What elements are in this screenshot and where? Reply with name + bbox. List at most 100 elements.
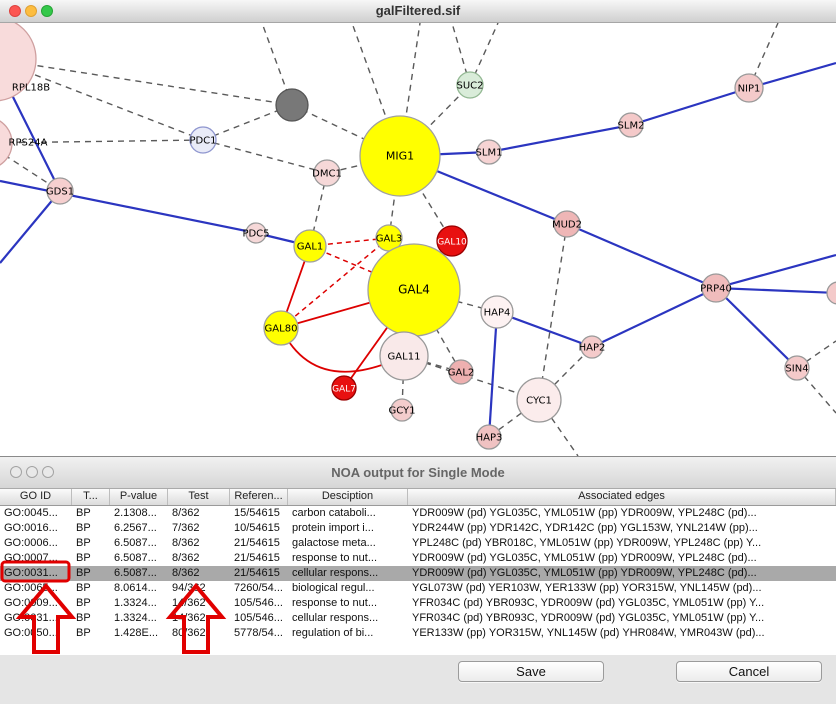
table-cell: 8/362 (172, 507, 200, 519)
network-edge[interactable] (0, 139, 204, 144)
network-window-titlebar[interactable]: galFiltered.sif (0, 0, 836, 23)
network-edge[interactable] (0, 179, 257, 235)
table-cell: YDR244W (pp) YDR142C, YDR142C (pp) YGL15… (412, 522, 758, 534)
node-label-GAL80: GAL80 (265, 324, 298, 335)
network-edge[interactable] (715, 253, 836, 290)
table-cell: 21/54615 (234, 552, 280, 564)
network-node-SLM2[interactable] (618, 112, 644, 138)
node-label-DMC1: DMC1 (312, 169, 342, 180)
table-cell: 1.3324... (114, 597, 157, 609)
node-label-GAL3: GAL3 (376, 234, 403, 245)
network-node-GAL7[interactable] (331, 375, 357, 401)
node-label-PRP40: PRP40 (700, 284, 732, 295)
save-button[interactable]: Save (458, 661, 604, 682)
network-node-grayN[interactable] (275, 88, 309, 122)
table-cell: 15/54615 (234, 507, 280, 519)
network-node-HAP2[interactable] (580, 335, 604, 359)
column-header-test[interactable]: Test (168, 489, 230, 505)
close-button[interactable] (9, 5, 21, 17)
network-node-PDC5[interactable] (245, 222, 267, 244)
network-node-GAL80[interactable] (263, 310, 299, 346)
table-cell: GO:0065... (4, 582, 58, 594)
node-label-NIP1: NIP1 (738, 84, 761, 95)
network-edge[interactable] (280, 237, 390, 329)
zoom-button-inactive[interactable] (42, 466, 54, 478)
node-label-GAL4: GAL4 (398, 283, 430, 297)
network-node-SIN4[interactable] (784, 355, 810, 381)
column-header-referen[interactable]: Referen... (230, 489, 288, 505)
network-node-MUD2[interactable] (553, 210, 581, 238)
network-node-DMC1[interactable] (313, 159, 341, 187)
minimize-button[interactable] (25, 5, 37, 17)
table-cell: BP (76, 552, 91, 564)
table-cell: YER133W (pp) YOR315W, YNL145W (pd) YHR08… (412, 627, 765, 639)
minimize-button-inactive[interactable] (26, 466, 38, 478)
network-node-RPS24A[interactable] (0, 117, 13, 169)
network-node-NIP1[interactable] (734, 73, 764, 103)
table-cell: BP (76, 582, 91, 594)
table-cell: YFR034C (pd) YBR093C, YDR009W (pd) YGL03… (412, 612, 765, 624)
network-node-PDC1[interactable] (189, 126, 217, 154)
network-edge[interactable] (0, 143, 61, 192)
network-edge[interactable] (715, 287, 798, 369)
table-cell: protein import i... (292, 522, 374, 534)
network-node-GAL11[interactable] (379, 331, 429, 381)
table-cell: 21/54615 (234, 537, 280, 549)
close-button-inactive[interactable] (10, 466, 22, 478)
noa-window-titlebar[interactable]: NOA output for Single Mode (0, 457, 836, 489)
network-node-GCY1[interactable] (390, 398, 414, 422)
network-edge[interactable] (566, 222, 717, 290)
column-header-t[interactable]: T... (72, 489, 110, 505)
network-edge[interactable] (538, 223, 568, 401)
network-node-PRP40[interactable] (701, 273, 731, 303)
table-cell: 1.3324... (114, 612, 157, 624)
network-edge[interactable] (748, 61, 836, 90)
table-cell: GO:0045... (4, 507, 58, 519)
network-edge[interactable] (0, 190, 61, 264)
network-edge[interactable] (715, 286, 836, 295)
network-node-CYC1[interactable] (516, 377, 562, 423)
zoom-button[interactable] (41, 5, 53, 17)
network-node-MIG1[interactable] (359, 115, 441, 197)
network-node-bigTL[interactable] (0, 23, 37, 102)
network-edge[interactable] (202, 139, 328, 174)
network-edge[interactable] (487, 311, 499, 438)
network-node-GAL2[interactable] (448, 359, 474, 385)
node-label-MUD2: MUD2 (552, 220, 582, 231)
network-node-HAP4[interactable] (480, 295, 514, 329)
column-header-p-value[interactable]: P-value (110, 489, 168, 505)
table-cell: 105/546... (234, 612, 283, 624)
table-cell: YDR009W (pd) YGL035C, YML051W (pp) YDR00… (412, 507, 757, 519)
table-cell: GO:0031... (4, 567, 58, 579)
network-edge[interactable] (488, 123, 632, 154)
network-edge[interactable] (796, 367, 836, 414)
network-edge[interactable] (630, 86, 750, 127)
network-node-SUC2[interactable] (456, 71, 484, 99)
network-edge[interactable] (496, 310, 593, 349)
network-node-GAL10[interactable] (436, 225, 468, 257)
network-node-SLM1[interactable] (476, 139, 502, 165)
node-label-SIN4: SIN4 (785, 364, 808, 375)
network-node-GAL1[interactable] (293, 229, 327, 263)
network-node-GDS1[interactable] (46, 177, 74, 205)
network-edge[interactable] (796, 340, 836, 369)
column-header-go-id[interactable]: GO ID (0, 489, 72, 505)
network-edge[interactable] (591, 287, 717, 348)
network-node-edgeR[interactable] (826, 281, 836, 305)
node-label-HAP4: HAP4 (484, 308, 511, 319)
node-label-GAL7: GAL7 (332, 385, 356, 395)
column-header-associated-edges[interactable]: Associated edges (408, 489, 836, 505)
cancel-button[interactable]: Cancel (676, 661, 822, 682)
column-header-desciption[interactable]: Desciption (288, 489, 408, 505)
network-node-HAP3[interactable] (476, 424, 502, 450)
